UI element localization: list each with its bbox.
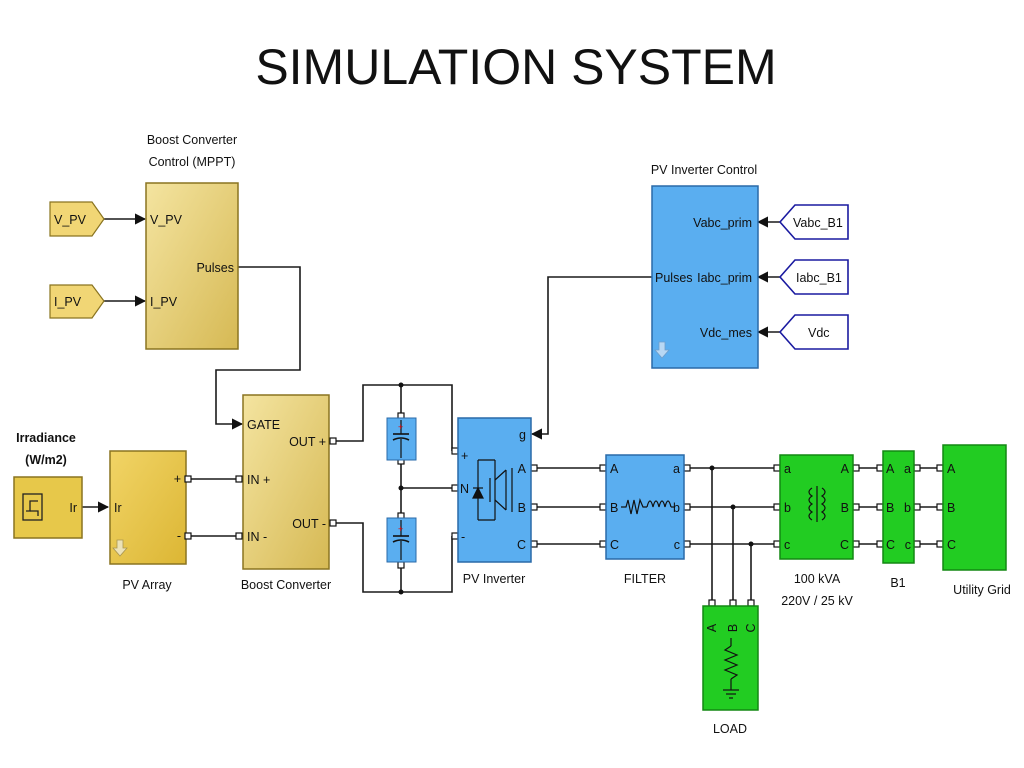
inv-ctrl-port-iabc: Iabc_prim [697,271,752,285]
irradiance-label-line2: (W/m2) [25,453,67,467]
wires [82,213,940,602]
filter-port-C: C [610,538,619,552]
grid-port-B: B [947,501,955,515]
svg-text:+: + [398,422,403,432]
boost-port-in-plus: IN + [247,473,270,487]
down-arrow-icon [112,539,128,557]
tag-vabc-b1-label: Vabc_B1 [793,216,843,230]
inv-label: PV Inverter [463,572,526,586]
tag-i-pv[interactable]: I_PV [49,284,105,319]
mppt-label-line1: Boost Converter [147,133,237,147]
svg-text:+: + [398,524,403,534]
down-arrow-icon [654,341,670,359]
filter-port-B: B [610,501,618,515]
pv-array-port-plus: + [174,472,181,486]
b1-port-c: c [905,538,911,552]
b1-label: B1 [890,576,905,590]
irradiance-label-line1: Irradiance [16,431,76,445]
boost-port-in-minus: IN - [247,530,267,544]
irradiance-port-ir: Ir [69,501,77,515]
mppt-port-pulses: Pulses [196,261,234,275]
tag-iabc-b1[interactable]: Iabc_B1 [778,259,849,295]
load-port-B: B [726,624,740,632]
capacitor-top: + [386,417,417,461]
inv-port-b: B [518,501,526,515]
inv-port-n: N [460,482,469,496]
tx-port-B: B [841,501,849,515]
tx-label-line2: 220V / 25 kV [781,594,853,608]
tag-i-pv-label: I_PV [54,295,82,309]
tx-port-C: C [840,538,849,552]
filter-port-a: a [673,462,680,476]
tag-vdc[interactable]: Vdc [778,314,849,350]
grid-port-C: C [947,538,956,552]
b1-port-b: b [904,501,911,515]
inv-port-plus: + [461,449,468,463]
tx-port-c: c [784,538,790,552]
inv-ctrl-port-vabc: Vabc_prim [693,216,752,230]
inv-ctrl-port-pulses: Pulses [655,271,693,285]
filter-port-A: A [610,462,619,476]
tag-iabc-b1-label: Iabc_B1 [796,271,842,285]
tx-port-A: A [841,462,850,476]
capacitor-bottom: + [386,517,417,563]
inv-ctrl-port-vdc: Vdc_mes [700,326,752,340]
tx-port-a: a [784,462,791,476]
b1-port-C: C [886,538,895,552]
tx-port-b: b [784,501,791,515]
filter-block[interactable]: A B C a b c FILTER [605,454,685,586]
load-port-C: C [744,623,758,632]
load-label: LOAD [713,722,747,736]
pv-array-label: PV Array [122,578,172,592]
tag-v-pv[interactable]: V_PV [49,201,105,237]
junction-dots [398,382,754,595]
mppt-port-vpv: V_PV [150,213,183,227]
grid-label: Utility Grid [953,583,1011,597]
pv-inverter-control-block[interactable]: PV Inverter Control Vabc_prim Iabc_prim … [651,163,759,369]
load-block[interactable]: A B C LOAD [702,605,759,736]
filter-port-c: c [674,538,680,552]
inv-port-a: A [518,462,527,476]
b1-port-A: A [886,462,895,476]
utility-grid-block[interactable]: A B C Utility Grid [942,444,1011,597]
b1-port-B: B [886,501,894,515]
inv-port-g: g [519,428,526,442]
boost-port-out-plus: OUT + [289,435,326,449]
mppt-label-line2: Control (MPPT) [149,155,236,169]
b1-measurement-block[interactable]: A B C a b c B1 [882,450,915,590]
pv-array-port-ir: Ir [114,501,122,515]
boost-converter-block[interactable]: GATE IN + IN - OUT + OUT - Boost Convert… [241,394,331,592]
irradiance-block[interactable]: Irradiance (W/m2) Ir [13,431,83,539]
inv-ctrl-label: PV Inverter Control [651,163,757,177]
pv-array-block[interactable]: Ir + - PV Array [109,450,187,592]
filter-port-b: b [673,501,680,515]
transformer-icon [808,486,826,522]
inv-port-minus: - [461,530,465,544]
resistor-load-icon [723,638,739,699]
signal-builder-icon [22,493,43,521]
boost-label: Boost Converter [241,578,331,592]
pv-inverter-block[interactable]: + N - g A B C PV Inverter [457,417,532,586]
tag-v-pv-label: V_PV [54,213,87,227]
load-port-A: A [705,623,719,632]
transformer-block[interactable]: a b c A B C 100 kVA 220V / 25 kV [779,454,854,608]
grid-port-A: A [947,462,956,476]
boost-port-gate: GATE [247,418,280,432]
rl-filter-icon [621,498,674,515]
filter-label: FILTER [624,572,666,586]
inv-port-c: C [517,538,526,552]
page-title: SIMULATION SYSTEM [255,39,776,95]
igbt-icon [472,459,513,521]
tag-vabc-b1[interactable]: Vabc_B1 [778,204,849,240]
boost-port-out-minus: OUT - [292,517,326,531]
tx-label-line1: 100 kVA [794,572,841,586]
tag-vdc-label: Vdc [808,326,830,340]
pv-array-port-minus: - [177,529,181,543]
mppt-control-block[interactable]: Boost Converter Control (MPPT) V_PV I_PV… [145,133,239,350]
mppt-port-ipv: I_PV [150,295,178,309]
b1-port-a: a [904,462,911,476]
